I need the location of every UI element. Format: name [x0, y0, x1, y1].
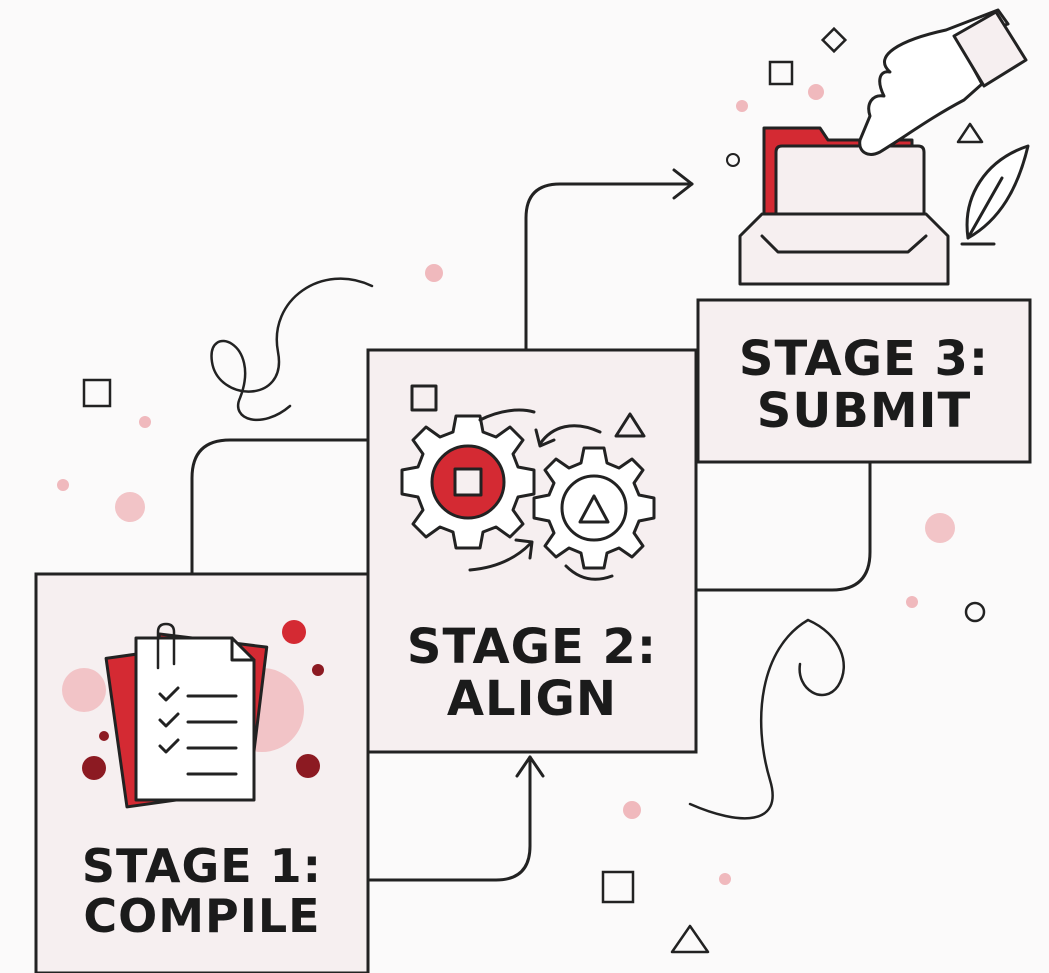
square-outline-shape: [82, 378, 112, 408]
stage-3-name: SUBMIT: [756, 382, 972, 439]
square-outline-shape: [601, 870, 635, 904]
red-dot: [82, 756, 106, 780]
decorative-shapes: [57, 26, 986, 954]
arrow-stage1-to-stage2-head: [515, 755, 545, 778]
tray-shape: [738, 212, 950, 286]
arrow-stage1-to-stage2: [368, 755, 532, 882]
pink-dot: [906, 596, 918, 608]
rotation-arrow-top: [538, 424, 602, 446]
squiggle-left: [210, 277, 374, 422]
checklist-documents-icon: [62, 620, 324, 809]
connector-stage3-to-stage2: [695, 460, 872, 592]
square-outline-shape: [410, 384, 438, 412]
red-dot: [312, 664, 324, 676]
small-gear-icon: [532, 446, 656, 570]
rotation-arc: [478, 408, 536, 422]
decorative-squiggles: [210, 277, 845, 820]
red-dot: [282, 620, 306, 644]
stage-2-number: STAGE 2:: [406, 619, 658, 675]
stage-3-number: STAGE 3:: [738, 331, 990, 387]
front-folder-shape: [774, 144, 926, 236]
connector-arrows: [190, 168, 872, 882]
arrow-stage2-to-stage3-head: [672, 168, 694, 200]
stage-2-label: STAGE 2: ALIGN: [368, 619, 696, 727]
pink-dot: [808, 84, 824, 100]
checklist-paper: [134, 636, 256, 802]
rotation-arrow-top-head: [534, 428, 556, 448]
rotation-arc: [564, 564, 614, 581]
diamond-outline-shape: [820, 26, 848, 54]
stage-2-name: ALIGN: [446, 670, 618, 727]
large-gear-icon: [400, 414, 536, 550]
rotation-arrow-bottom-head: [514, 538, 534, 560]
stage-1-number: STAGE 1:: [81, 839, 323, 893]
square-outline-shape: [768, 60, 794, 86]
stage-3-panel: [696, 298, 1032, 464]
checklist-lines: [158, 686, 238, 776]
stage-1-name: COMPILE: [83, 888, 321, 943]
stage-1-label: STAGE 1: COMPILE: [36, 839, 368, 943]
hand-shape: [858, 8, 1010, 156]
stage-3-label: STAGE 3: SUBMIT: [698, 331, 1030, 439]
pink-blob: [62, 668, 106, 712]
squiggle-right: [688, 618, 845, 820]
triangle-outline-shape: [614, 412, 646, 438]
paper-fold: [230, 636, 256, 662]
paperclip-icon: [156, 622, 176, 670]
pink-dot: [623, 801, 641, 819]
circle-outline-shape: [964, 601, 986, 623]
pink-dot: [57, 479, 69, 491]
pink-dot: [139, 416, 151, 428]
circle-outline-shape: [726, 153, 740, 167]
red-dot: [99, 731, 109, 741]
pink-dot: [736, 100, 748, 112]
triangle-outline-shape: [670, 924, 710, 954]
connector-stage1-to-stage2: [190, 438, 372, 576]
pink-dot: [925, 513, 955, 543]
pink-dot: [115, 492, 145, 522]
gears-icon: [400, 384, 656, 581]
cuff-shape: [952, 10, 1028, 88]
arrow-stage2-to-stage3: [524, 182, 694, 352]
red-dot: [296, 754, 320, 778]
quill-shape: [965, 144, 1030, 240]
file-tray-submit-icon: [738, 8, 1030, 286]
triangle-outline-shape: [956, 122, 984, 144]
pink-dot: [719, 873, 731, 885]
pink-dot: [425, 264, 443, 282]
rotation-arrow-bottom: [468, 542, 532, 572]
tray-slot: [760, 234, 928, 254]
